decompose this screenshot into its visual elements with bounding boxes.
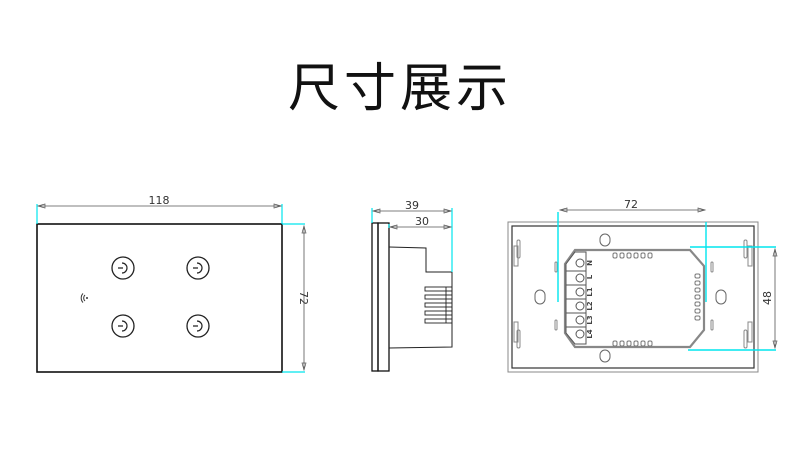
arrow-bottom — [301, 362, 307, 372]
terminal-labels: N L L1 L2 L3 L4 — [586, 260, 594, 339]
touch-button-3[interactable] — [111, 314, 135, 338]
total-depth-label: 39 — [405, 199, 419, 212]
arrow-right — [697, 207, 707, 213]
arrow-right — [443, 224, 453, 230]
arrow-top — [301, 224, 307, 234]
wifi-icon — [80, 293, 88, 303]
module-pins — [612, 252, 701, 347]
arrow-right — [273, 203, 283, 209]
front-view: 118 72 — [36, 194, 310, 373]
arrow-right — [443, 208, 453, 214]
page-title: 尺寸展示 — [287, 59, 512, 119]
arrow-bottom — [772, 340, 778, 350]
module-height-label: 48 — [761, 291, 774, 305]
back-frame-inner — [511, 225, 755, 369]
touch-button-2[interactable] — [186, 256, 210, 280]
mounting-clips — [513, 239, 753, 349]
side-panel-front — [371, 222, 379, 372]
terminal-label-l4: L4 — [586, 329, 594, 338]
power-icon — [193, 320, 203, 332]
body-depth-label: 30 — [415, 215, 429, 228]
side-view: 39 30 — [371, 199, 453, 372]
power-icon — [193, 262, 203, 274]
terminal-label-l2: L2 — [586, 301, 594, 310]
arrow-left — [36, 203, 46, 209]
back-view: N L L1 L2 L3 L4 72 48 — [507, 198, 778, 373]
relay-module — [563, 248, 706, 349]
terminal-label-l: L — [586, 274, 594, 279]
terminal-label-n: N — [586, 260, 594, 266]
power-icon — [118, 262, 128, 274]
arrow-top — [772, 247, 778, 257]
side-panel-back — [377, 222, 390, 372]
screw-holes — [534, 233, 727, 363]
touch-button-4[interactable] — [186, 314, 210, 338]
side-body — [388, 246, 453, 349]
power-icon — [118, 320, 128, 332]
terminal-block — [565, 251, 587, 345]
front-panel — [36, 223, 283, 373]
height-label: 72 — [297, 291, 310, 305]
side-terminal-fins — [424, 286, 453, 324]
terminal-label-l1: L1 — [586, 287, 594, 296]
mount-spacing-label: 72 — [624, 198, 638, 211]
touch-button-1[interactable] — [111, 256, 135, 280]
arrow-left — [388, 224, 398, 230]
back-frame-outer — [507, 221, 759, 373]
terminal-label-l3: L3 — [586, 315, 594, 324]
width-label: 118 — [149, 194, 170, 207]
arrow-left — [558, 207, 568, 213]
arrow-left — [371, 208, 381, 214]
